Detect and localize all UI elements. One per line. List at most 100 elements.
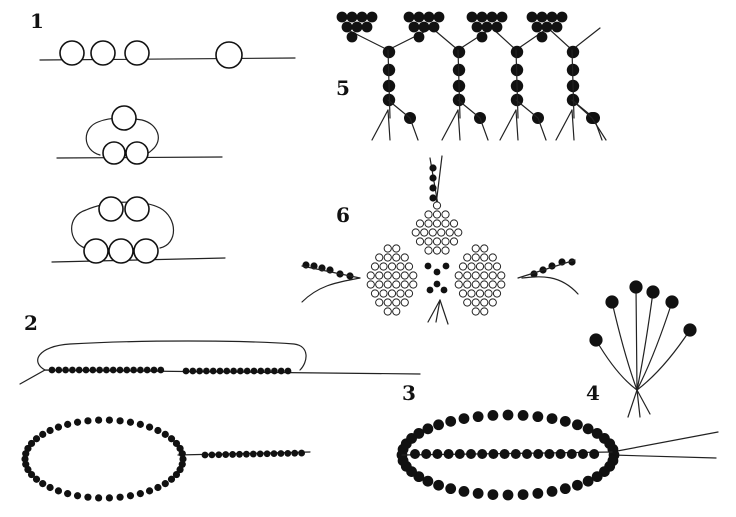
bead <box>82 366 90 374</box>
open-bead <box>432 246 442 255</box>
bead <box>466 11 478 23</box>
bead <box>408 21 420 33</box>
bead <box>536 31 548 43</box>
bead <box>116 366 124 374</box>
open-bead <box>379 289 388 298</box>
open-bead <box>492 289 502 298</box>
bead <box>541 21 553 33</box>
bead <box>429 194 437 202</box>
open-bead <box>387 289 397 298</box>
bead <box>264 367 271 375</box>
bead <box>566 45 580 59</box>
open-bead <box>463 253 472 262</box>
bead <box>271 367 278 375</box>
bead <box>89 366 97 374</box>
bead <box>223 367 231 375</box>
open-bead <box>392 253 401 262</box>
bead <box>421 449 432 459</box>
open-bead <box>392 271 401 280</box>
open-bead <box>383 307 392 316</box>
bead <box>208 451 216 459</box>
bead <box>572 419 583 431</box>
bead <box>646 285 660 299</box>
bead <box>182 367 190 375</box>
bead <box>64 420 72 428</box>
bead <box>544 449 555 459</box>
bead <box>502 489 514 501</box>
open-bead <box>441 237 450 246</box>
open-bead <box>463 298 472 307</box>
open-bead <box>497 280 506 289</box>
open-bead <box>471 280 480 289</box>
bead <box>84 417 92 425</box>
open-bead <box>488 253 497 262</box>
bead <box>105 494 113 502</box>
bead <box>445 483 457 495</box>
open-bead <box>415 219 425 228</box>
bead <box>578 449 588 459</box>
bead <box>24 444 32 453</box>
bead <box>157 366 165 374</box>
open-bead <box>366 280 375 289</box>
open-bead <box>441 219 450 228</box>
bead <box>126 492 135 500</box>
open-bead <box>366 271 375 280</box>
bead <box>452 45 466 59</box>
open-bead <box>471 244 480 253</box>
bead <box>426 286 434 294</box>
bead <box>433 268 441 276</box>
open-bead <box>432 237 442 246</box>
step-3-diagram <box>396 409 719 501</box>
bead <box>683 323 697 337</box>
open-bead <box>480 253 489 262</box>
bead <box>566 449 577 459</box>
open-bead <box>392 298 401 307</box>
open-bead <box>383 298 392 307</box>
bead <box>466 449 476 459</box>
open-bead <box>467 262 476 271</box>
open-bead <box>383 280 392 289</box>
bead <box>236 450 243 458</box>
bead <box>607 443 619 455</box>
bead <box>189 367 197 375</box>
bead <box>250 367 258 375</box>
bead <box>433 11 445 23</box>
bead <box>499 449 510 459</box>
bead <box>410 449 420 459</box>
bead <box>136 490 144 498</box>
open-bead <box>424 237 433 246</box>
bead <box>284 367 292 375</box>
bead <box>366 11 378 23</box>
open-bead <box>441 246 450 255</box>
open-bead <box>383 253 392 262</box>
bead <box>487 410 499 421</box>
bead <box>442 262 450 270</box>
bead <box>105 416 113 424</box>
bead <box>422 475 434 487</box>
open-bead <box>424 219 433 228</box>
bead <box>48 366 56 374</box>
open-bead <box>404 289 414 298</box>
bead <box>471 21 483 33</box>
open-bead <box>488 271 497 280</box>
bead <box>510 45 524 59</box>
open-bead <box>409 271 418 280</box>
bead <box>154 483 162 492</box>
open-bead <box>449 237 459 246</box>
bead <box>423 11 435 23</box>
bead <box>486 11 498 23</box>
open-bead <box>445 228 454 237</box>
open-bead <box>497 271 506 280</box>
bead <box>32 475 41 483</box>
open-bead <box>484 289 493 298</box>
open-bead <box>375 271 384 280</box>
bead <box>230 367 238 375</box>
bead <box>130 366 138 374</box>
bead <box>491 21 503 33</box>
open-bead <box>454 271 463 280</box>
bead <box>270 450 278 458</box>
bead <box>555 449 566 459</box>
open-bead <box>396 262 405 271</box>
bead <box>145 423 154 431</box>
bead <box>54 423 63 431</box>
